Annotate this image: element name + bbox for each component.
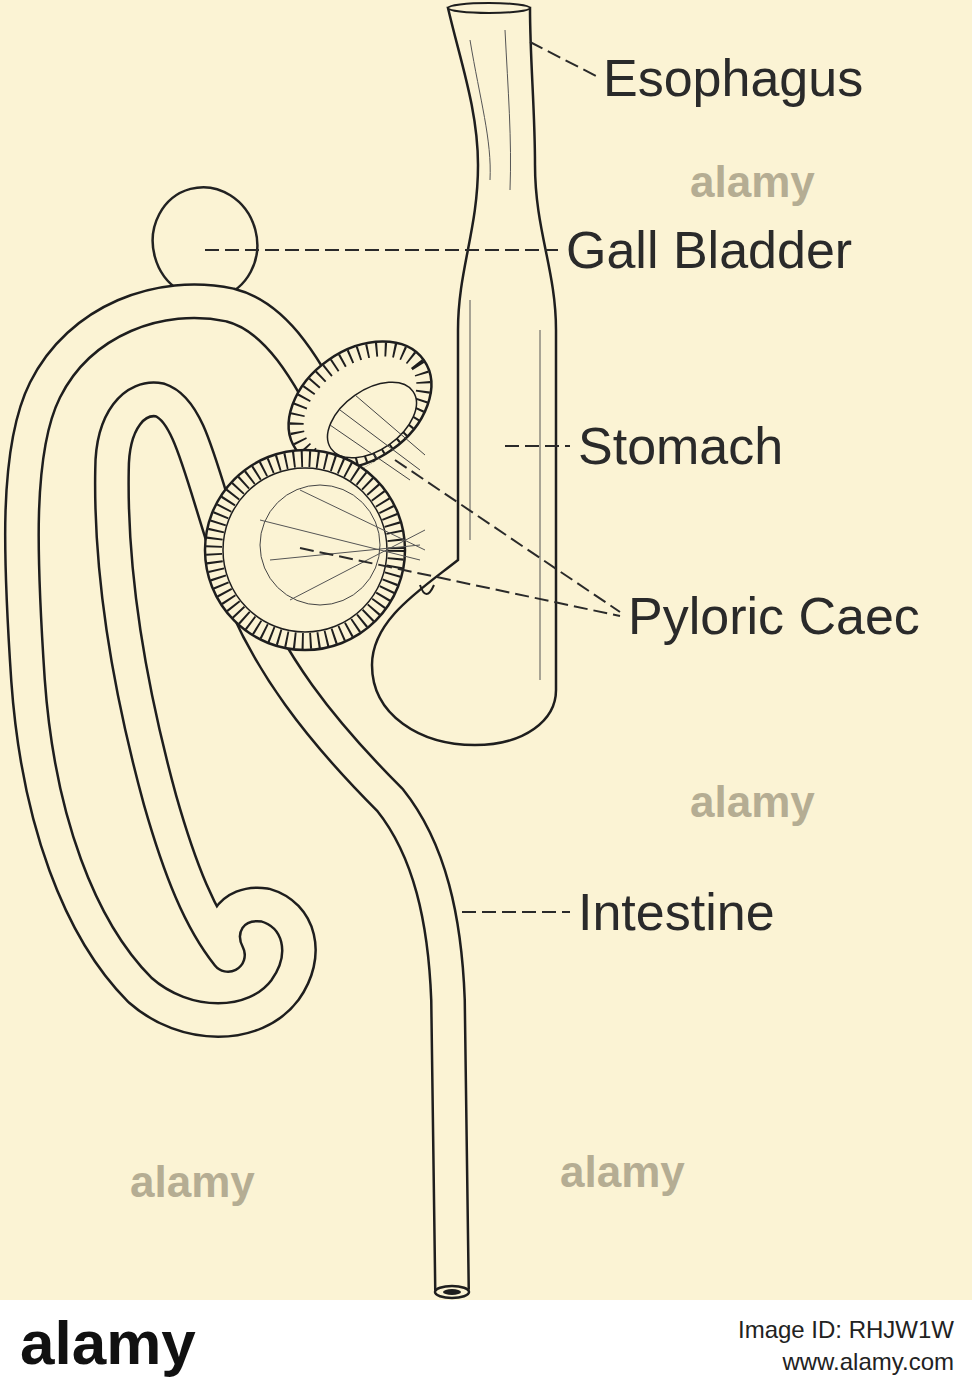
logo-text: alamy <box>20 1312 196 1374</box>
watermark: alamy <box>560 1150 685 1194</box>
leader-lines <box>205 42 620 912</box>
image-id: Image ID: RHJW1W <box>738 1318 954 1342</box>
site-url: www.alamy.com <box>782 1350 954 1374</box>
watermark-bar <box>0 1300 972 1390</box>
watermark: alamy <box>690 160 815 204</box>
part-label: Gall Bladder <box>566 224 852 276</box>
pyloric-caeca <box>205 315 455 650</box>
intestine-tube <box>22 301 469 1298</box>
watermark: alamy <box>690 780 815 824</box>
watermark: alamy <box>130 1160 255 1204</box>
part-label: Pyloric Caec <box>628 590 920 642</box>
shading-lines <box>470 30 540 680</box>
part-label: Intestine <box>578 886 775 938</box>
part-label: Stomach <box>578 420 783 472</box>
pylorus-fold <box>420 585 434 594</box>
part-label: Esophagus <box>603 52 863 104</box>
esophagus-opening <box>448 3 530 13</box>
